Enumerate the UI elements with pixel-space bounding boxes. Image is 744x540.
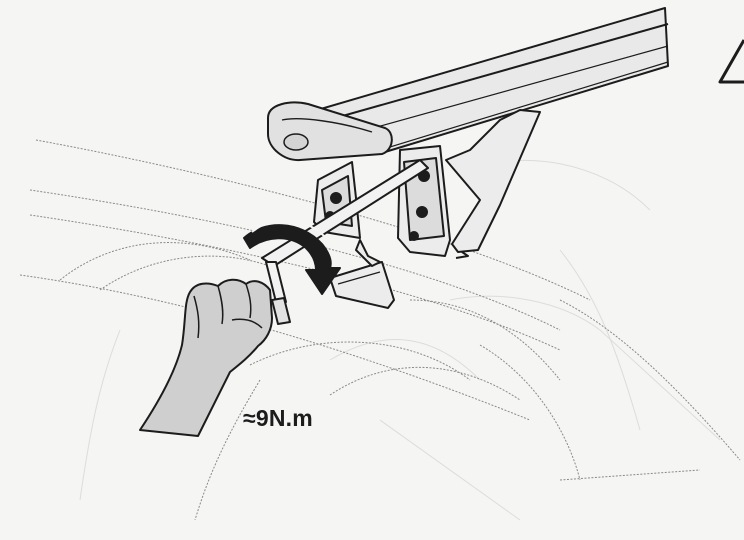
roof-bar (267, 7, 669, 162)
warning-triangle-icon (718, 39, 744, 84)
car-roof-outline (19, 139, 741, 521)
hand-illustration (139, 278, 273, 437)
clockwise-arrow-icon (243, 219, 341, 295)
torque-value-label: ≈9N.m (243, 405, 313, 431)
